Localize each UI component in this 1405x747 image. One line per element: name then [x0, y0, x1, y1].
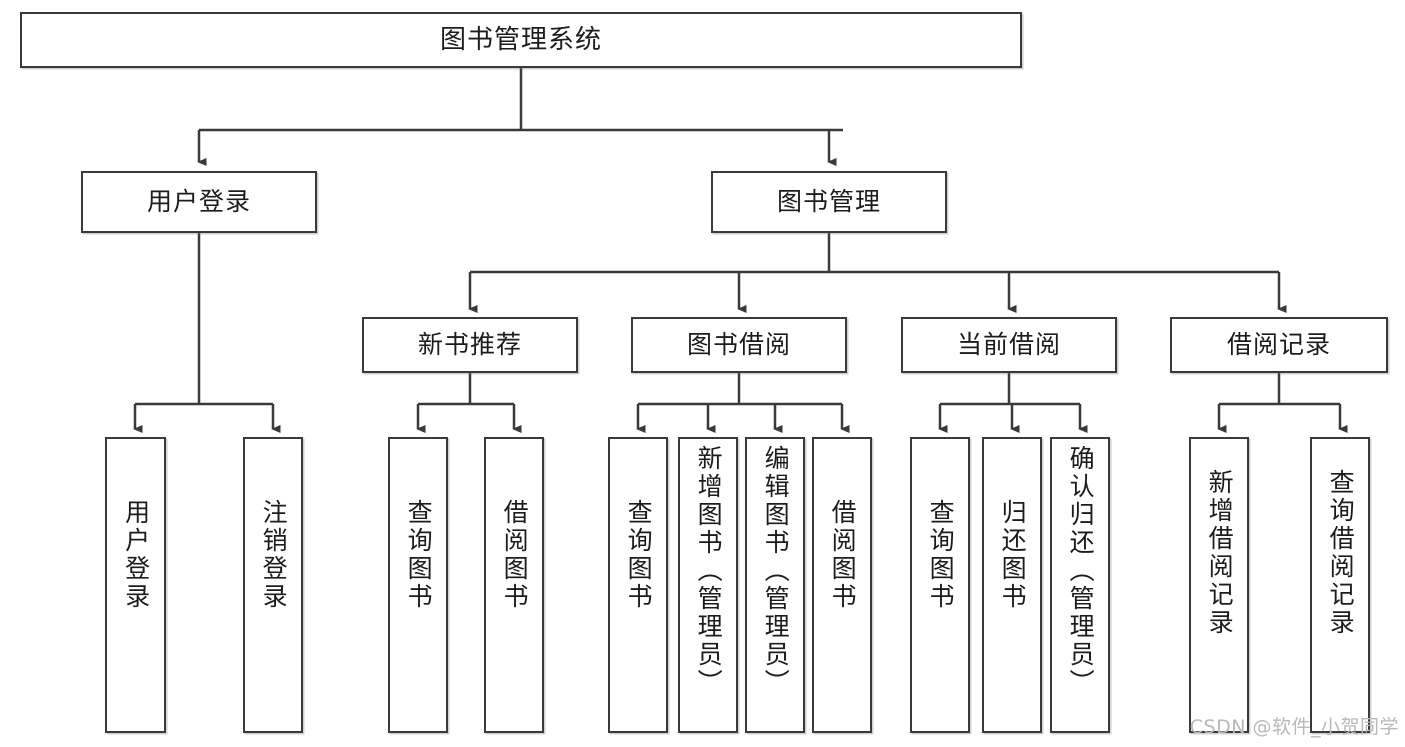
leaf-add-borrow-record-label: 新增借阅记录 [1205, 469, 1235, 637]
node-book-borrow[interactable]: 图书借阅 [631, 317, 847, 373]
node-book-management[interactable]: 图书管理 [711, 171, 947, 233]
leaf-return-book[interactable]: 归还图书 [982, 437, 1042, 733]
leaf-return-book-label: 归还图书 [998, 499, 1028, 611]
node-book-management-label: 图书管理 [776, 187, 881, 217]
node-user-login-label: 用户登录 [146, 187, 251, 217]
leaf-query-borrow-record[interactable]: 查询借阅记录 [1310, 437, 1370, 733]
leaf-confirm-return-admin[interactable]: 确认归还（管理员） [1050, 437, 1110, 733]
leaf-borrow-book-recommend[interactable]: 借阅图书 [484, 437, 544, 733]
csdn-watermark: CSDN @软件_小贺同学 [1189, 716, 1399, 738]
leaf-user-logout-label: 注销登录 [259, 499, 289, 611]
leaf-borrow-book-recommend-label: 借阅图书 [500, 499, 530, 611]
node-current-borrow[interactable]: 当前借阅 [901, 317, 1117, 373]
leaf-query-book-current[interactable]: 查询图书 [910, 437, 970, 733]
leaf-query-book-borrow[interactable]: 查询图书 [608, 437, 668, 733]
leaf-lend-book[interactable]: 借阅图书 [812, 437, 872, 733]
leaf-add-borrow-record[interactable]: 新增借阅记录 [1189, 437, 1249, 733]
node-root-label: 图书管理系统 [439, 24, 602, 55]
leaf-edit-book-admin[interactable]: 编辑图书（管理员） [745, 437, 805, 733]
leaf-add-book-admin[interactable]: 新增图书（管理员） [678, 437, 738, 733]
leaf-confirm-return-admin-label: 确认归还（管理员） [1066, 445, 1096, 697]
node-borrow-record[interactable]: 借阅记录 [1170, 317, 1388, 373]
leaf-query-book-borrow-label: 查询图书 [624, 499, 654, 611]
node-user-login[interactable]: 用户登录 [81, 171, 317, 233]
node-borrow-record-label: 借阅记录 [1226, 330, 1331, 360]
leaf-user-login-label: 用户登录 [121, 499, 151, 611]
node-root[interactable]: 图书管理系统 [20, 12, 1022, 68]
leaf-lend-book-label: 借阅图书 [828, 499, 858, 611]
node-book-borrow-label: 图书借阅 [686, 330, 791, 360]
leaf-query-book-recommend[interactable]: 查询图书 [388, 437, 448, 733]
leaf-add-book-admin-label: 新增图书（管理员） [694, 445, 724, 697]
leaf-query-book-recommend-label: 查询图书 [404, 499, 434, 611]
leaf-user-login[interactable]: 用户登录 [105, 437, 166, 733]
node-new-book-recommend[interactable]: 新书推荐 [362, 317, 578, 373]
leaf-query-borrow-record-label: 查询借阅记录 [1326, 469, 1356, 637]
leaf-query-book-current-label: 查询图书 [926, 499, 956, 611]
leaf-edit-book-admin-label: 编辑图书（管理员） [761, 445, 791, 697]
node-new-book-recommend-label: 新书推荐 [417, 330, 522, 360]
node-current-borrow-label: 当前借阅 [956, 330, 1061, 360]
leaf-user-logout[interactable]: 注销登录 [243, 437, 303, 733]
